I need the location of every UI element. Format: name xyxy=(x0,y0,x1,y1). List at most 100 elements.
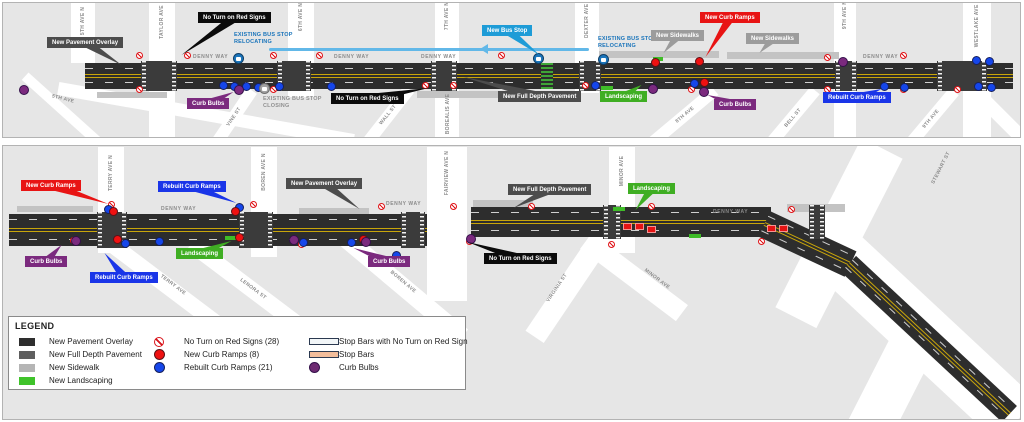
legend-icon-cell xyxy=(19,337,49,346)
crosswalk-stripes xyxy=(432,61,436,91)
rebuilt-curb-ramp-dot xyxy=(218,80,228,90)
landscaping-strip xyxy=(601,86,613,90)
callout-new-bus-stop: New Bus Stop xyxy=(482,25,533,36)
street-label: 9TH AVE N xyxy=(842,2,848,30)
callout-new-sidewalks: New Sidewalks xyxy=(746,33,800,44)
no-turn-on-red-icon xyxy=(953,85,961,93)
curb-bulb-dot xyxy=(71,236,81,246)
crosswalk-stripes xyxy=(982,61,986,91)
new-sidewalk-area xyxy=(727,52,839,59)
note-line: RELOCATING xyxy=(598,42,636,49)
stop-bars-icon xyxy=(309,351,339,358)
callout-no-turn-on-red-signs: No Turn on Red Signs xyxy=(484,253,557,264)
legend-row-new-full-depth-pavement: New Full Depth Pavement xyxy=(19,348,142,361)
street-label: WESTLAKE AVE N xyxy=(974,2,980,48)
rebuilt-curb-ramp-dot xyxy=(346,237,356,247)
intersection xyxy=(809,205,825,239)
legend-row-stop-bars: Stop Bars xyxy=(309,348,468,361)
new-sidewalk-area xyxy=(299,208,369,214)
legend-label: New Pavement Overlay xyxy=(49,337,134,346)
bus-relocation-arrow xyxy=(480,44,488,54)
rebuilt-curb-ramp-dot xyxy=(154,236,164,246)
no-turn-on-red-icon xyxy=(249,200,257,208)
no-turn-on-red-icon xyxy=(449,202,457,210)
denny-way-label: DENNY WAY xyxy=(334,54,370,60)
crosswalk-stripes xyxy=(142,61,146,91)
street-label: TAYLOR AVE xyxy=(159,5,165,39)
legend-icon-cell xyxy=(309,362,339,373)
callout-new-pavement-overlay: New Pavement Overlay xyxy=(286,178,363,189)
curb-bulbs-icon xyxy=(309,362,320,373)
new-curb-ramp-dot xyxy=(230,206,240,216)
bus-glyph xyxy=(262,86,267,91)
no-turn-on-red-icon xyxy=(497,51,505,59)
callout-new-curb-ramps: New Curb Ramps xyxy=(21,180,81,191)
legend-row-rebuilt-curb-ramps-21-: Rebuilt Curb Ramps (21) xyxy=(154,361,279,374)
callout-rebuilt-curb-ramps: Rebuilt Curb Ramps xyxy=(90,272,158,283)
legend-row-new-pavement-overlay: New Pavement Overlay xyxy=(19,335,142,348)
legend-label: Rebuilt Curb Ramps (21) xyxy=(184,363,273,372)
rebuilt-curb-ramp-dot xyxy=(590,80,600,90)
crosswalk-stripes xyxy=(580,61,584,91)
legend-icon-cell xyxy=(309,338,339,345)
stop-bar-marking xyxy=(623,223,632,230)
new-curb-ramp-dot xyxy=(112,234,122,244)
no-turn-on-red-icon xyxy=(135,51,143,59)
intersection xyxy=(835,61,857,91)
callout-no-turn-on-red-signs: No Turn on Red Signs xyxy=(331,93,404,104)
crosswalk-stripes xyxy=(852,61,856,91)
legend-column-points: No Turn on Red Signs (28) New Curb Ramps … xyxy=(154,335,279,374)
no-turn-on-red-icon xyxy=(647,202,655,210)
callout-new-curb-ramps: New Curb Ramps xyxy=(700,12,760,23)
legend-label: Stop Bars xyxy=(339,350,375,359)
street-label: 6TH AVE N xyxy=(298,2,304,32)
street-label: STEWART ST xyxy=(930,150,952,186)
legend-swatch-new-full-depth-pavement xyxy=(19,350,35,359)
no-turn-on-red-icon xyxy=(183,51,191,59)
street-label: MINOR AVE xyxy=(619,155,625,187)
denny-way-label: DENNY WAY xyxy=(421,54,457,60)
legend-swatch-new-sidewalk xyxy=(19,363,35,372)
bus-glyph xyxy=(236,56,241,61)
callout-rebuilt-curb-ramps: Rebuilt Curb Ramps xyxy=(158,181,226,192)
bus-relocation-line xyxy=(269,48,589,51)
crosswalk-stripes xyxy=(810,205,814,239)
legend-icon-cell xyxy=(309,351,339,358)
legend-swatch-new-landscaping xyxy=(19,376,35,385)
street-label: FAIRVIEW AVE N xyxy=(444,150,450,196)
legend-label: New Curb Ramps (8) xyxy=(184,350,260,359)
no-turn-on-red-icon xyxy=(421,81,429,89)
callout-curb-bulbs: Curb Bulbs xyxy=(368,256,411,267)
callout-new-pavement-overlay: New Pavement Overlay xyxy=(47,37,124,48)
legend-label: New Full Depth Pavement xyxy=(49,350,142,359)
legend-icon-cell xyxy=(19,350,49,359)
note-line: EXISTING BUS STOP xyxy=(598,36,657,42)
note-line: EXISTING BUS STOP xyxy=(234,32,293,38)
legend-icon-cell xyxy=(154,336,184,347)
stop-bars-with-no-turn-on-red-sign-icon xyxy=(309,338,339,345)
denny-way-label: DENNY WAY xyxy=(161,206,197,212)
legend-row-no-turn-on-red-signs-28-: No Turn on Red Signs (28) xyxy=(154,335,279,348)
no-turn-on-red-icon xyxy=(154,336,164,347)
new-curb-ramp-dot xyxy=(694,56,704,66)
no-turn-on-red-icon xyxy=(899,51,907,59)
intersection xyxy=(603,205,621,239)
rebuilt-curb-ramp-dot xyxy=(274,81,284,91)
new-sidewalk-area xyxy=(17,206,93,212)
callout-curb-bulbs: Curb Bulbs xyxy=(25,256,68,267)
legend-row-curb-bulbs: Curb Bulbs xyxy=(309,361,468,374)
rebuilt-curb-ramp-dot xyxy=(971,55,981,65)
new-curb-ramps-8--icon xyxy=(154,349,165,360)
no-turn-on-red-icon xyxy=(581,81,589,89)
new-sidewalk-area xyxy=(97,92,167,98)
denny-way-road xyxy=(471,207,771,237)
street-label: DEXTER AVE N xyxy=(584,2,590,38)
bus-glyph xyxy=(536,56,541,61)
callout-landscaping: Landscaping xyxy=(600,91,648,102)
no-turn-on-red-icon xyxy=(377,202,385,210)
street-label: BOREN AVE N xyxy=(261,153,267,191)
rebuilt-curb-ramp-dot xyxy=(689,78,699,88)
callout-no-turn-on-red-signs: No Turn on Red Signs xyxy=(198,12,271,23)
